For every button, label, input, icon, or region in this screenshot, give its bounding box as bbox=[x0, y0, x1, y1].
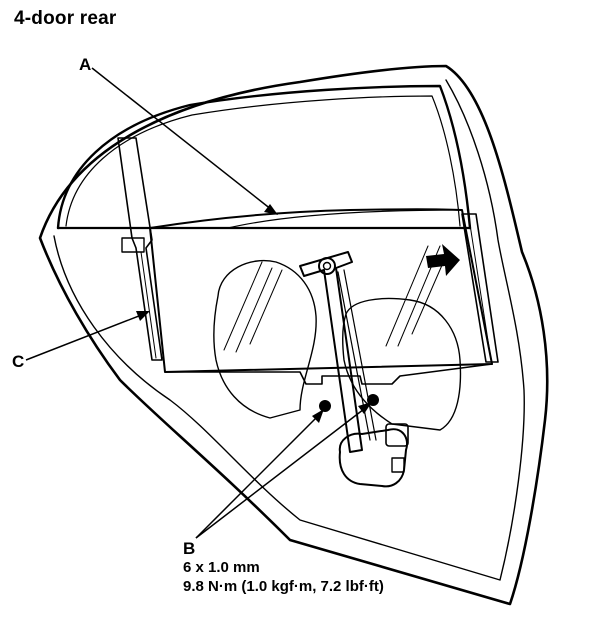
window-frame-inner bbox=[65, 95, 461, 227]
regulator-cable bbox=[337, 271, 371, 441]
rear-run-channel-inner bbox=[468, 217, 492, 361]
window-frame bbox=[56, 84, 472, 230]
callout-label-a: A bbox=[79, 55, 92, 74]
front-run-channel-inner bbox=[140, 251, 157, 359]
page-title: 4-door rear bbox=[14, 8, 117, 29]
leader-arrowhead-b-front bbox=[312, 409, 324, 423]
door-outer-outline bbox=[38, 64, 549, 606]
bolt-torque-spec: 9.8 N·m (1.0 kgf·m, 7.2 lbf·ft) bbox=[183, 578, 384, 595]
leader-line-b-front bbox=[195, 413, 321, 539]
regulator-motor-connector bbox=[391, 457, 405, 473]
glass-bottom-bracket bbox=[164, 363, 493, 385]
rear-run-channel bbox=[461, 213, 499, 363]
window-glass bbox=[149, 208, 493, 373]
front-run-channel-bracket bbox=[121, 237, 145, 253]
door-inner-outline bbox=[53, 79, 525, 581]
regulator-pulley-top bbox=[318, 257, 336, 275]
service-hole-front bbox=[213, 260, 317, 419]
callout-label-b: B bbox=[183, 539, 196, 558]
bolt-front bbox=[319, 400, 331, 412]
leader-arrowhead-b-rear bbox=[358, 402, 372, 414]
window-glass-edge bbox=[227, 209, 463, 229]
regulator-rail bbox=[299, 251, 363, 453]
front-run-channel bbox=[117, 137, 163, 361]
leader-arrowhead-c bbox=[136, 311, 150, 321]
leader-line-a bbox=[91, 67, 273, 211]
leader-line-b-rear bbox=[195, 405, 369, 539]
regulator-cable-2 bbox=[343, 269, 377, 441]
regulator-motor-cap bbox=[385, 423, 409, 447]
leader-arrowhead-a bbox=[264, 204, 278, 215]
regulator-motor bbox=[338, 428, 408, 488]
regulator-pulley-top-inner bbox=[322, 261, 332, 271]
direction-arrow-icon bbox=[426, 244, 460, 276]
bolt-size-spec: 6 x 1.0 mm bbox=[183, 559, 260, 576]
leader-line-c bbox=[25, 313, 145, 361]
callout-label-c: C bbox=[12, 352, 25, 371]
